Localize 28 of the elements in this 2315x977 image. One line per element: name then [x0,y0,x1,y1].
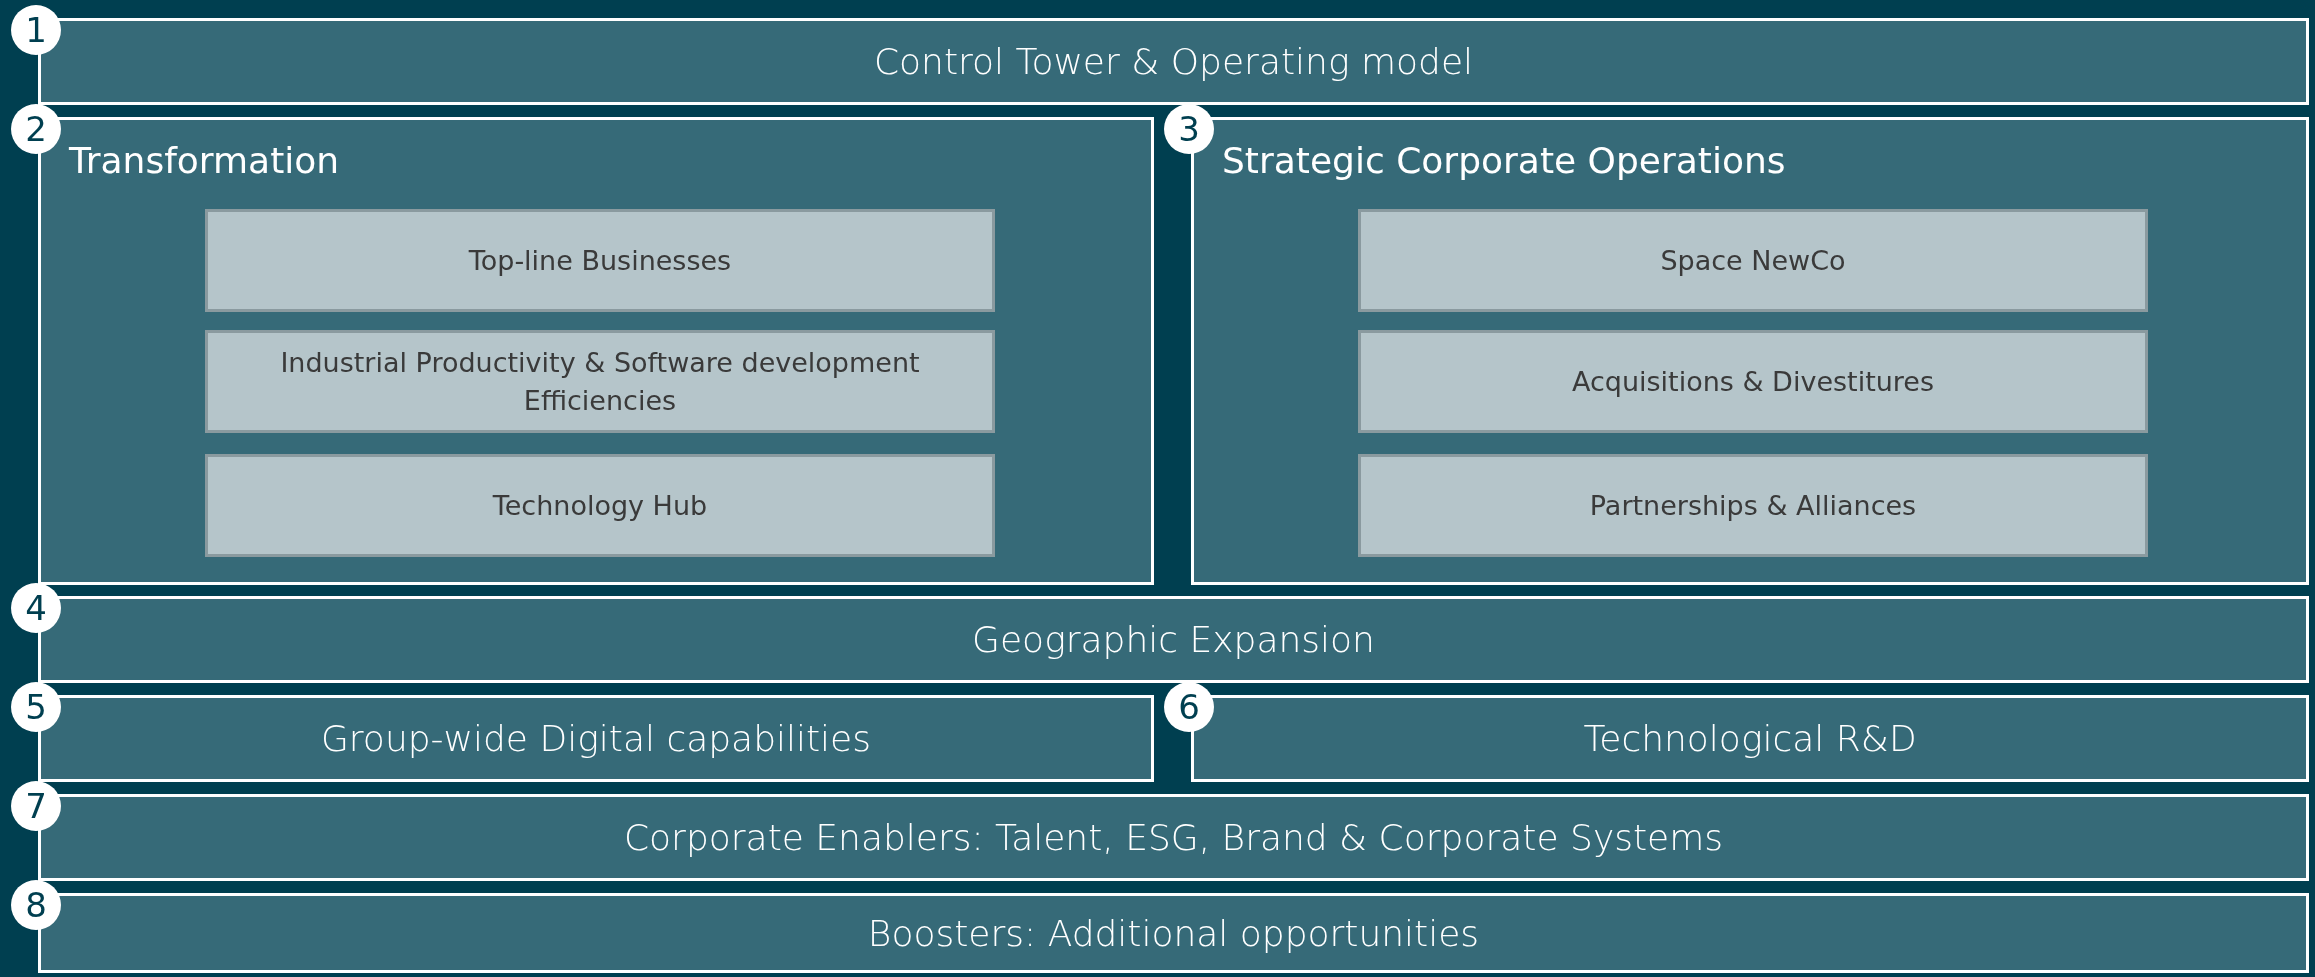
box-label: Boosters: Additional opportunities [867,912,1480,954]
item-box [1358,330,2148,433]
box-label: Top-line Businesses [467,243,733,278]
box-label: Technological R&D [1583,718,1917,759]
box-label: Geographic Expansion [972,619,1375,660]
callout-number: 5 [11,682,61,732]
callout-number: 6 [1164,682,1214,732]
box-label: Corporate Enablers: Talent, ESG, Brand & Corporate Systems [623,817,1724,858]
callout-number: 3 [1164,104,1214,154]
item-box [205,209,995,312]
box-label: Industrial Productivity & Software development Efficiencies [279,345,921,418]
callout-number: 1 [11,5,61,55]
group-title: Transformation [69,140,340,181]
box-label: Acquisitions & Divestitures [1570,364,1936,399]
callout-number: 4 [11,583,61,633]
callout-number: 8 [11,880,61,930]
item-box [205,454,995,557]
group-title: Strategic Corporate Operations [1222,140,1786,181]
callout-number: 2 [11,104,61,154]
callout-number: 7 [11,781,61,831]
box-label: Partnerships & Alliances [1588,488,1918,523]
item-box [1358,209,2148,312]
box-label: Technology Hub [491,488,709,523]
item-box [1358,454,2148,557]
box-label: Group-wide Digital capabilities [320,718,872,759]
item-box [205,330,995,433]
box-label: Control Tower & Operating model [873,41,1474,82]
box-label: Space NewCo [1659,243,1847,278]
